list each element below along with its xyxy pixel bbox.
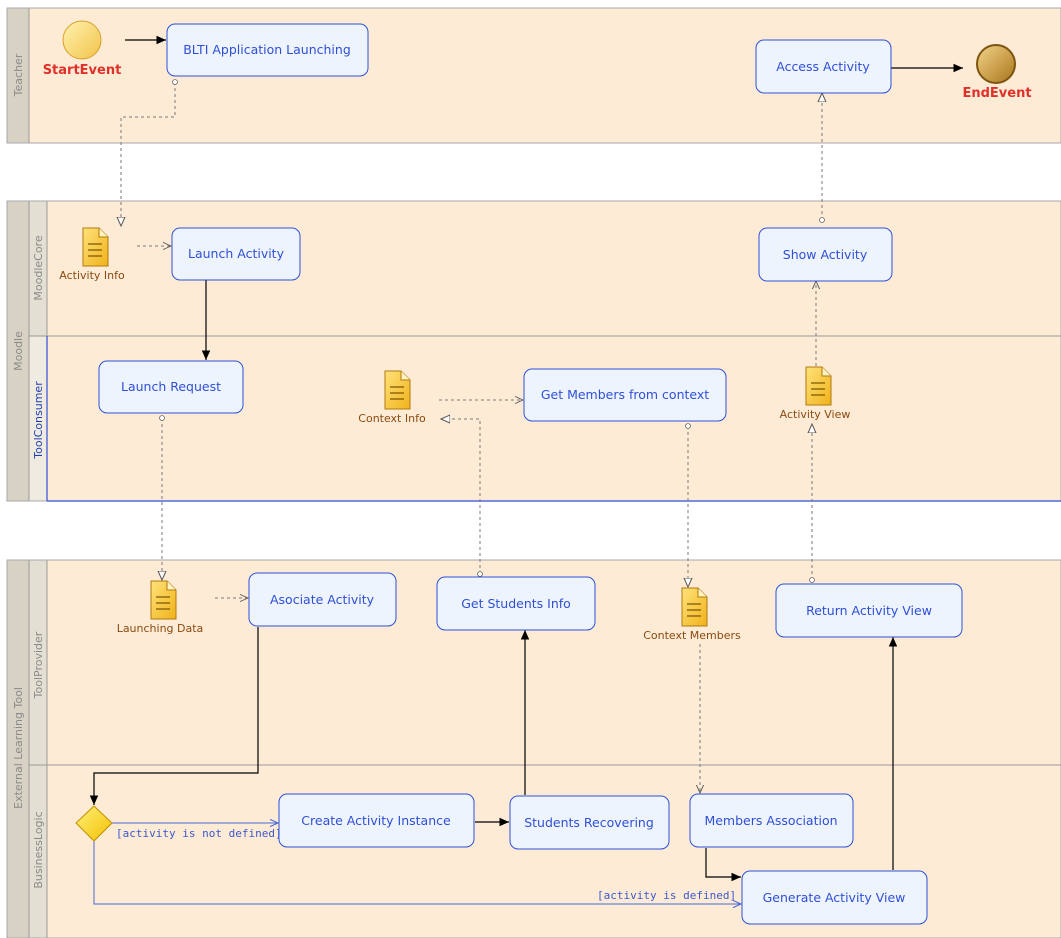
start-event[interactable]: StartEvent (43, 20, 122, 78)
svg-text:Launch Request: Launch Request (121, 379, 221, 394)
pool-label-external-tool: External Learning Tool (12, 687, 25, 809)
doc-activity-info-label: Activity Info (59, 269, 125, 282)
doc-launching-data-label: Launching Data (117, 622, 204, 635)
start-event-label: StartEvent (43, 63, 122, 78)
svg-text:Access Activity: Access Activity (776, 59, 870, 74)
svg-text:Generate Activity View: Generate Activity View (763, 890, 906, 905)
doc-launching-data[interactable]: Launching Data (117, 580, 204, 635)
svg-text:BLTI Application Launching: BLTI Application Launching (183, 42, 351, 57)
task-show-activity[interactable]: Show Activity (758, 227, 893, 282)
pool-label-moodle: Moodle (12, 331, 25, 371)
task-members-association[interactable]: Members Association (689, 793, 854, 848)
task-blti-application-launching[interactable]: BLTI Application Launching (166, 23, 369, 77)
lane-label-businesslogic: BusinessLogic (32, 811, 45, 888)
connectors (89, 35, 963, 904)
doc-context-info-label: Context Info (358, 412, 426, 425)
task-get-students-info[interactable]: Get Students Info (436, 576, 596, 631)
flow-gateway-generate (93, 841, 741, 904)
task-launch-request[interactable]: Launch Request (98, 360, 244, 414)
flow-asociate-gateway (89, 627, 259, 805)
end-event[interactable]: EndEvent (962, 44, 1032, 101)
task-launch-activity[interactable]: Launch Activity (171, 227, 301, 281)
task-students-recovering[interactable]: Students Recovering (509, 795, 670, 850)
svg-text:Asociate Activity: Asociate Activity (270, 592, 375, 607)
task-asociate-activity[interactable]: Asociate Activity (248, 572, 397, 627)
doc-context-members-label: Context Members (643, 629, 741, 642)
condition-defined: [activity is defined] (597, 889, 736, 902)
pool-label-teacher: Teacher (12, 53, 25, 97)
task-return-activity-view[interactable]: Return Activity View (775, 583, 963, 638)
svg-text:Get Students Info: Get Students Info (461, 596, 571, 611)
document-icon (384, 370, 411, 410)
document-icon (82, 227, 109, 267)
task-generate-activity-view[interactable]: Generate Activity View (741, 870, 928, 925)
flow-association-generate (705, 848, 741, 882)
exclusive-gateway[interactable] (75, 805, 113, 842)
pool-moodle[interactable]: Moodle MoodleCore ToolConsumer (6, 200, 1061, 502)
document-icon (805, 366, 832, 406)
lane-label-toolprovider: ToolProvider (32, 631, 45, 699)
doc-context-members[interactable]: Context Members (643, 587, 741, 642)
svg-text:Show Activity: Show Activity (783, 247, 868, 262)
assoc-studentsinfo-contextinfo (441, 419, 480, 574)
doc-activity-view[interactable]: Activity View (780, 366, 851, 421)
svg-text:Launch Activity: Launch Activity (188, 246, 285, 261)
task-access-activity[interactable]: Access Activity (755, 39, 892, 94)
svg-text:Create Activity Instance: Create Activity Instance (301, 813, 451, 828)
lane-label-toolconsumer: ToolConsumer (32, 381, 45, 460)
svg-text:Students Recovering: Students Recovering (524, 815, 654, 830)
doc-activity-view-label: Activity View (780, 408, 851, 421)
pool-teacher[interactable]: Teacher (6, 7, 1061, 144)
end-event-label: EndEvent (962, 86, 1031, 101)
condition-not-defined: [activity is not defined] (116, 827, 282, 840)
lane-label-moodlecore: MoodleCore (32, 235, 45, 300)
document-icon (681, 587, 708, 627)
assoc-blti-activityinfo (121, 82, 175, 226)
doc-activity-info[interactable]: Activity Info (59, 227, 125, 282)
svg-text:Return Activity View: Return Activity View (806, 603, 932, 618)
svg-text:Members Association: Members Association (704, 813, 837, 828)
task-get-members-from-context[interactable]: Get Members from context (523, 368, 727, 422)
svg-text:Get Members from context: Get Members from context (541, 387, 709, 402)
document-icon (150, 580, 177, 620)
doc-context-info[interactable]: Context Info (358, 370, 426, 425)
task-create-activity-instance[interactable]: Create Activity Instance (278, 793, 475, 848)
